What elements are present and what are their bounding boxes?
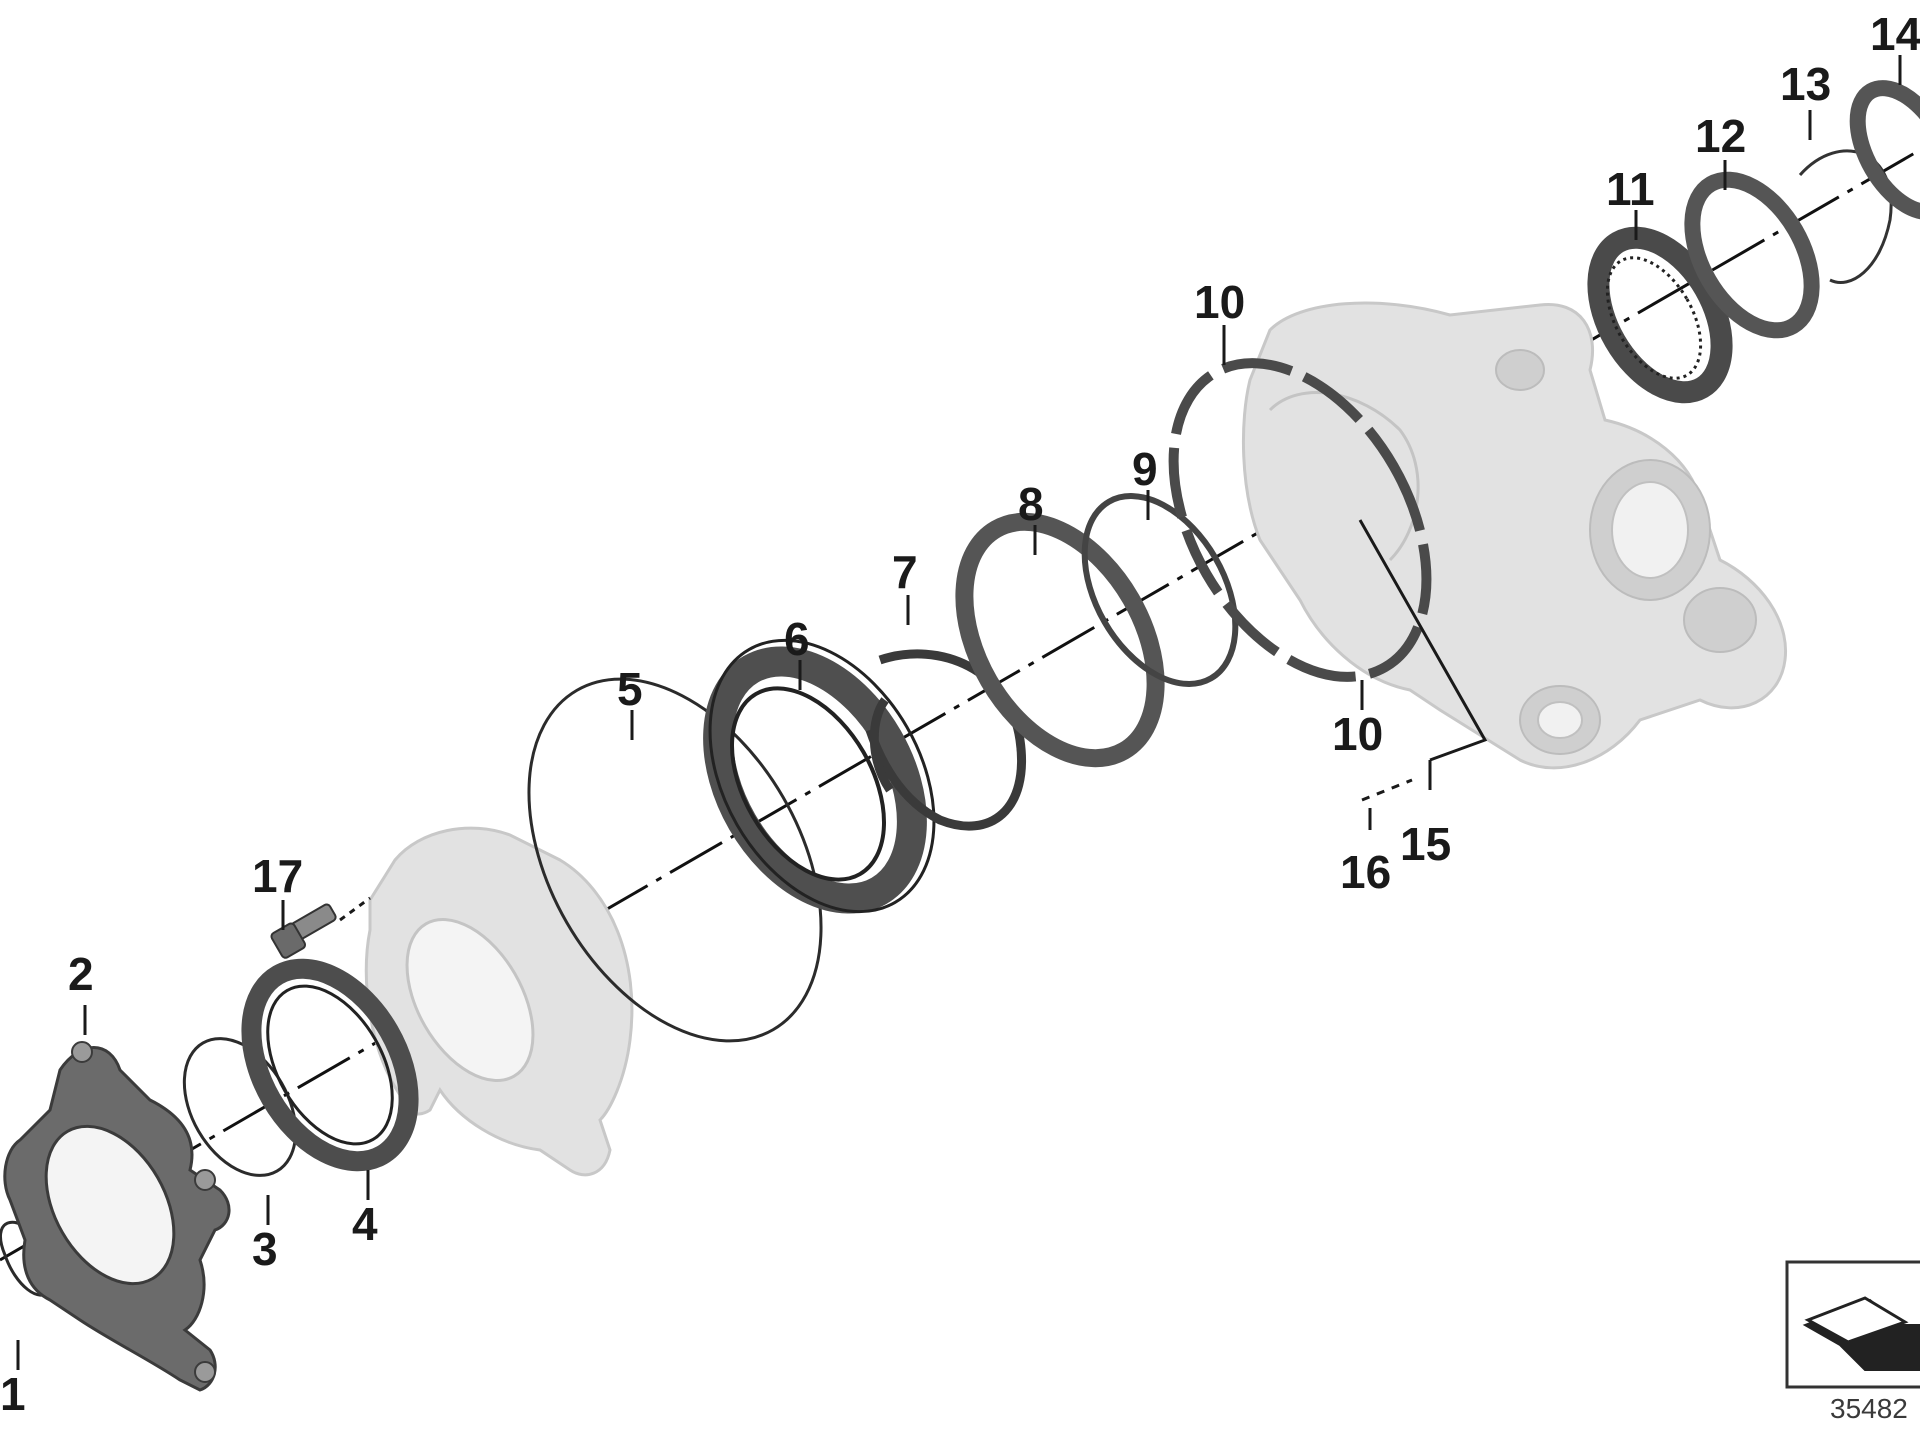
callout-15: 15: [1400, 818, 1451, 870]
part-14-ring: [1849, 80, 1920, 220]
callout-3: 3: [252, 1223, 278, 1275]
direction-arrow-icon: [1802, 1296, 1920, 1371]
part-7-split-ring: [865, 649, 1026, 831]
callout-8: 8: [1018, 478, 1044, 530]
callout-17: 17: [252, 850, 303, 902]
callout-11: 11: [1606, 163, 1655, 215]
part-8-ring: [955, 512, 1165, 768]
reference-number: 35482: [1830, 1393, 1908, 1424]
part-12-ring: [1684, 171, 1820, 339]
callout-1: 1: [0, 1368, 26, 1420]
final-drive-housing: [1241, 301, 1788, 770]
callout-7: 7: [892, 546, 918, 598]
part-5-o-ring-large: [527, 677, 823, 1043]
callout-10-bottom: 10: [1332, 708, 1383, 760]
part-17-bolt: [270, 903, 337, 959]
part-9-thin-ring: [1081, 493, 1239, 687]
part-11-needle-bearing: [1587, 226, 1733, 404]
part-13-snap-ring: [1798, 149, 1893, 284]
part-4-shaft-seal: [241, 958, 419, 1172]
part-10-shim-ring: [1168, 358, 1432, 682]
part-2-output-flange: [3, 1041, 231, 1392]
callout-10-top: 10: [1194, 276, 1245, 328]
callout-12: 12: [1695, 110, 1746, 162]
callout-2: 2: [68, 948, 94, 1000]
callout-4: 4: [352, 1198, 378, 1250]
orientation-box: [1785, 1260, 1920, 1389]
callout-14: 14: [1870, 8, 1920, 60]
leader-lines: [16, 55, 1902, 1370]
housing-cover: [364, 826, 634, 1177]
callout-16: 16: [1340, 846, 1391, 898]
callout-13: 13: [1780, 58, 1831, 110]
part-6-bearing: [703, 638, 936, 914]
callout-9: 9: [1132, 443, 1158, 495]
callout-6: 6: [784, 613, 810, 665]
callout-5: 5: [617, 663, 643, 715]
